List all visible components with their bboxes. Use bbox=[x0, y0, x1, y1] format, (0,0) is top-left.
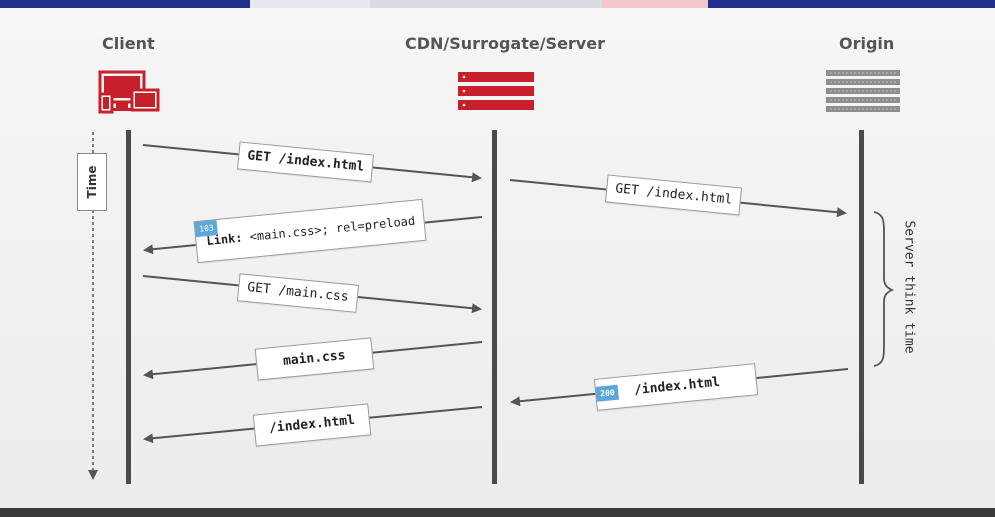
server-stack-icon bbox=[826, 70, 900, 116]
think-time-brace bbox=[873, 211, 895, 367]
top-strip bbox=[0, 0, 995, 8]
server-rack-icon bbox=[458, 72, 534, 114]
status-badge-103: 103 bbox=[194, 220, 219, 238]
origin-header: Origin bbox=[839, 34, 895, 53]
client-lifeline bbox=[126, 130, 131, 484]
server-think-time-note: Server think time bbox=[900, 212, 918, 362]
cdn-lifeline bbox=[492, 130, 497, 484]
status-badge-200: 200 bbox=[595, 384, 620, 402]
time-label: Time bbox=[85, 165, 99, 199]
server-think-time-label: Server think time bbox=[901, 220, 917, 354]
devices-icon bbox=[98, 70, 162, 118]
client-header: Client bbox=[102, 34, 155, 53]
time-label-box: Time bbox=[77, 153, 107, 211]
cdn-header: CDN/Surrogate/Server bbox=[405, 34, 605, 53]
origin-lifeline bbox=[859, 130, 864, 484]
bottom-bar bbox=[0, 508, 995, 517]
